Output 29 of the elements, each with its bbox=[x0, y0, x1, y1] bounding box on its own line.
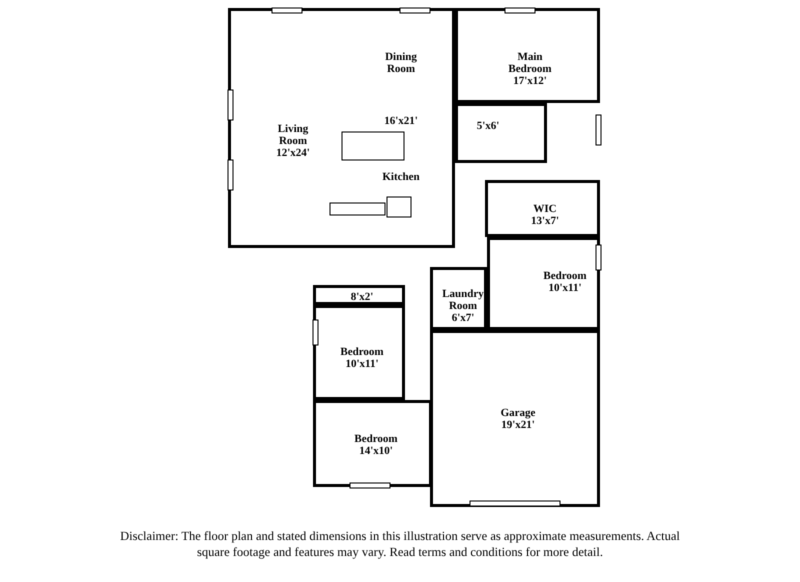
room-name: Bedroom bbox=[354, 433, 398, 445]
room-outline bbox=[485, 180, 600, 237]
room-outline bbox=[455, 8, 600, 103]
room-name: Laundry Room bbox=[441, 288, 485, 312]
room-dimension: 17'x12' bbox=[513, 75, 547, 87]
room-dimension: 16'x21' bbox=[384, 115, 418, 127]
room-name: Garage bbox=[500, 407, 536, 419]
room-outline bbox=[430, 267, 487, 330]
room-name: Bedroom bbox=[543, 270, 587, 282]
room-name: Living Room bbox=[276, 123, 310, 147]
room-dimension: 6'x7' bbox=[452, 312, 474, 324]
room-name: Bedroom bbox=[340, 346, 384, 358]
room-outline bbox=[313, 305, 405, 400]
room-dimension: 5'x6' bbox=[476, 120, 500, 132]
room-outline bbox=[313, 285, 405, 305]
room-dimension: 19'x21' bbox=[501, 419, 535, 431]
room-dimension: 8'x2' bbox=[350, 291, 374, 303]
room-outline bbox=[455, 103, 547, 163]
room-dimension: 14'x10' bbox=[359, 445, 393, 457]
room-name: WIC bbox=[533, 203, 557, 215]
room-dimension: 13'x7' bbox=[530, 215, 560, 227]
room-dimension: 10'x11' bbox=[346, 358, 378, 370]
room-name: Kitchen bbox=[382, 171, 420, 183]
room-dimension: 10'x11' bbox=[548, 282, 582, 294]
room-name: Dining Room bbox=[384, 51, 418, 75]
disclaimer-text: Disclaimer: The floor plan and stated dimensions in this illustration serve as approximate measurements. Actual square footage and features may vary. Read terms and conditions for more detail. bbox=[119, 528, 681, 560]
room-outline bbox=[487, 237, 600, 330]
room-dimension: 12'x24' bbox=[276, 147, 310, 159]
room-name: Main Bedroom bbox=[507, 51, 553, 75]
